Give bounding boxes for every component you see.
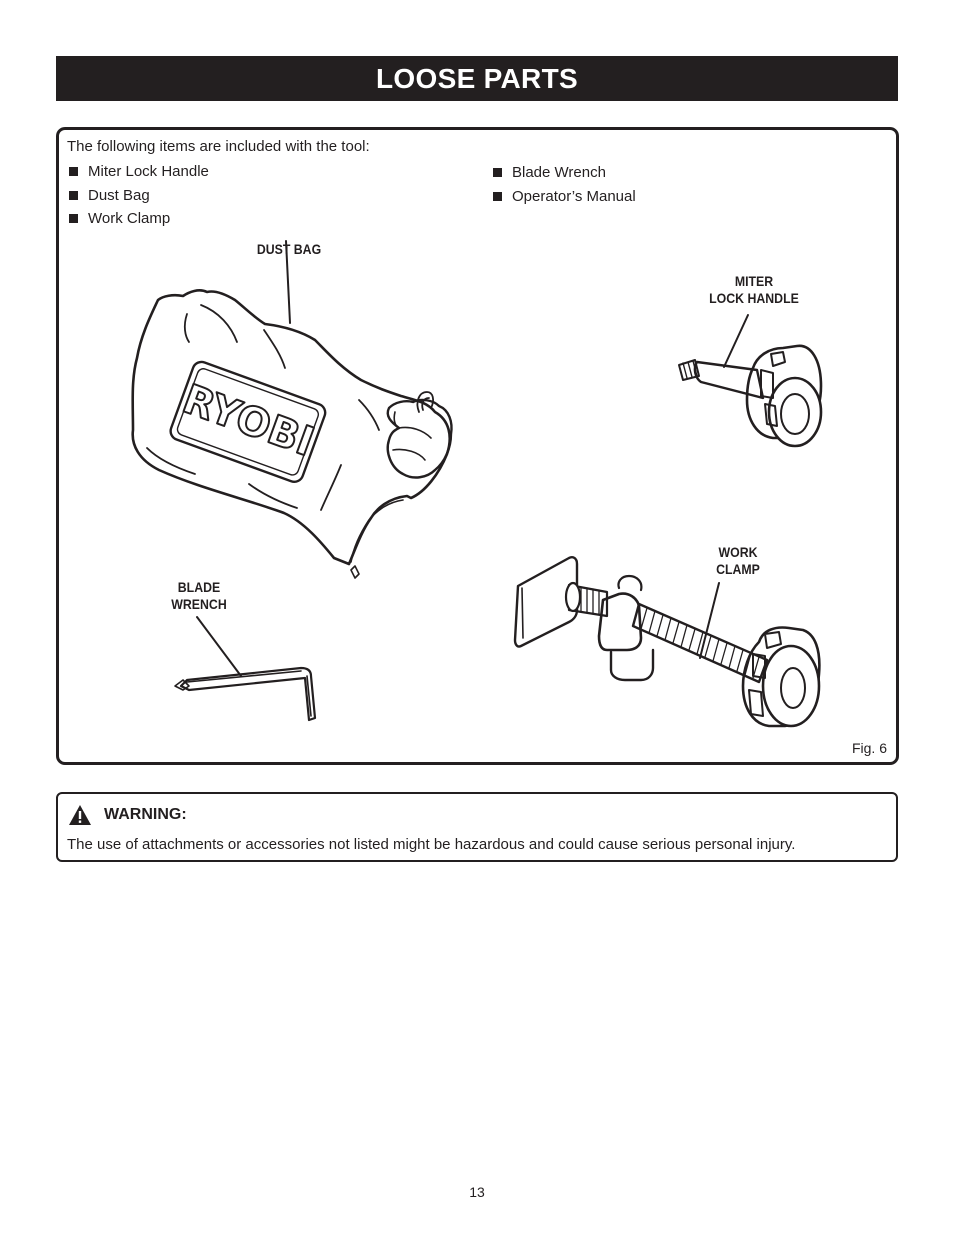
loose-parts-figure: The following items are included with th… (56, 127, 899, 765)
section-title: LOOSE PARTS (376, 62, 578, 94)
warning-triangle-icon (69, 805, 91, 825)
list-item: Work Clamp (67, 209, 209, 233)
callout-work-clamp: WORK CLAMP (716, 544, 760, 577)
parts-illustration: RYOBI (131, 240, 823, 728)
callout-blade-wrench: BLADE WRENCH (171, 579, 227, 612)
included-items-right: Blade Wrench Operator’s Manual (491, 163, 636, 210)
list-item: Operator’s Manual (491, 187, 636, 211)
square-bullet-icon (69, 190, 78, 200)
blade-wrench-illustration (174, 616, 317, 722)
callout-dust-bag: DUST BAG (256, 241, 322, 257)
warning-header: WARNING: (68, 804, 187, 826)
included-items-left: Miter Lock Handle Dust Bag Work Clamp (67, 162, 209, 233)
square-bullet-icon (69, 214, 78, 223)
list-item: Dust Bag (67, 186, 209, 210)
square-bullet-icon (69, 167, 78, 176)
warning-box: WARNING: The use of attachments or acces… (56, 792, 898, 862)
square-bullet-icon (493, 191, 502, 201)
ryobi-logo-text: RYOBI (177, 376, 320, 466)
dust-bag-illustration: RYOBI (131, 240, 453, 579)
warning-text: The use of attachments or accessories no… (67, 836, 796, 853)
callout-miter-lock-handle: MITER LOCK HANDLE (709, 273, 799, 306)
work-clamp-illustration (513, 556, 821, 728)
warning-title: WARNING: (104, 806, 187, 823)
square-bullet-icon (493, 168, 502, 177)
miter-lock-handle-illustration (678, 314, 823, 448)
figure-label: Fig. 6 (851, 740, 887, 756)
page-number: 13 (469, 1184, 485, 1200)
list-item: Blade Wrench (491, 163, 636, 187)
list-item: Miter Lock Handle (67, 162, 209, 186)
section-header: LOOSE PARTS (56, 56, 898, 101)
intro-text: The following items are included with th… (67, 138, 370, 155)
